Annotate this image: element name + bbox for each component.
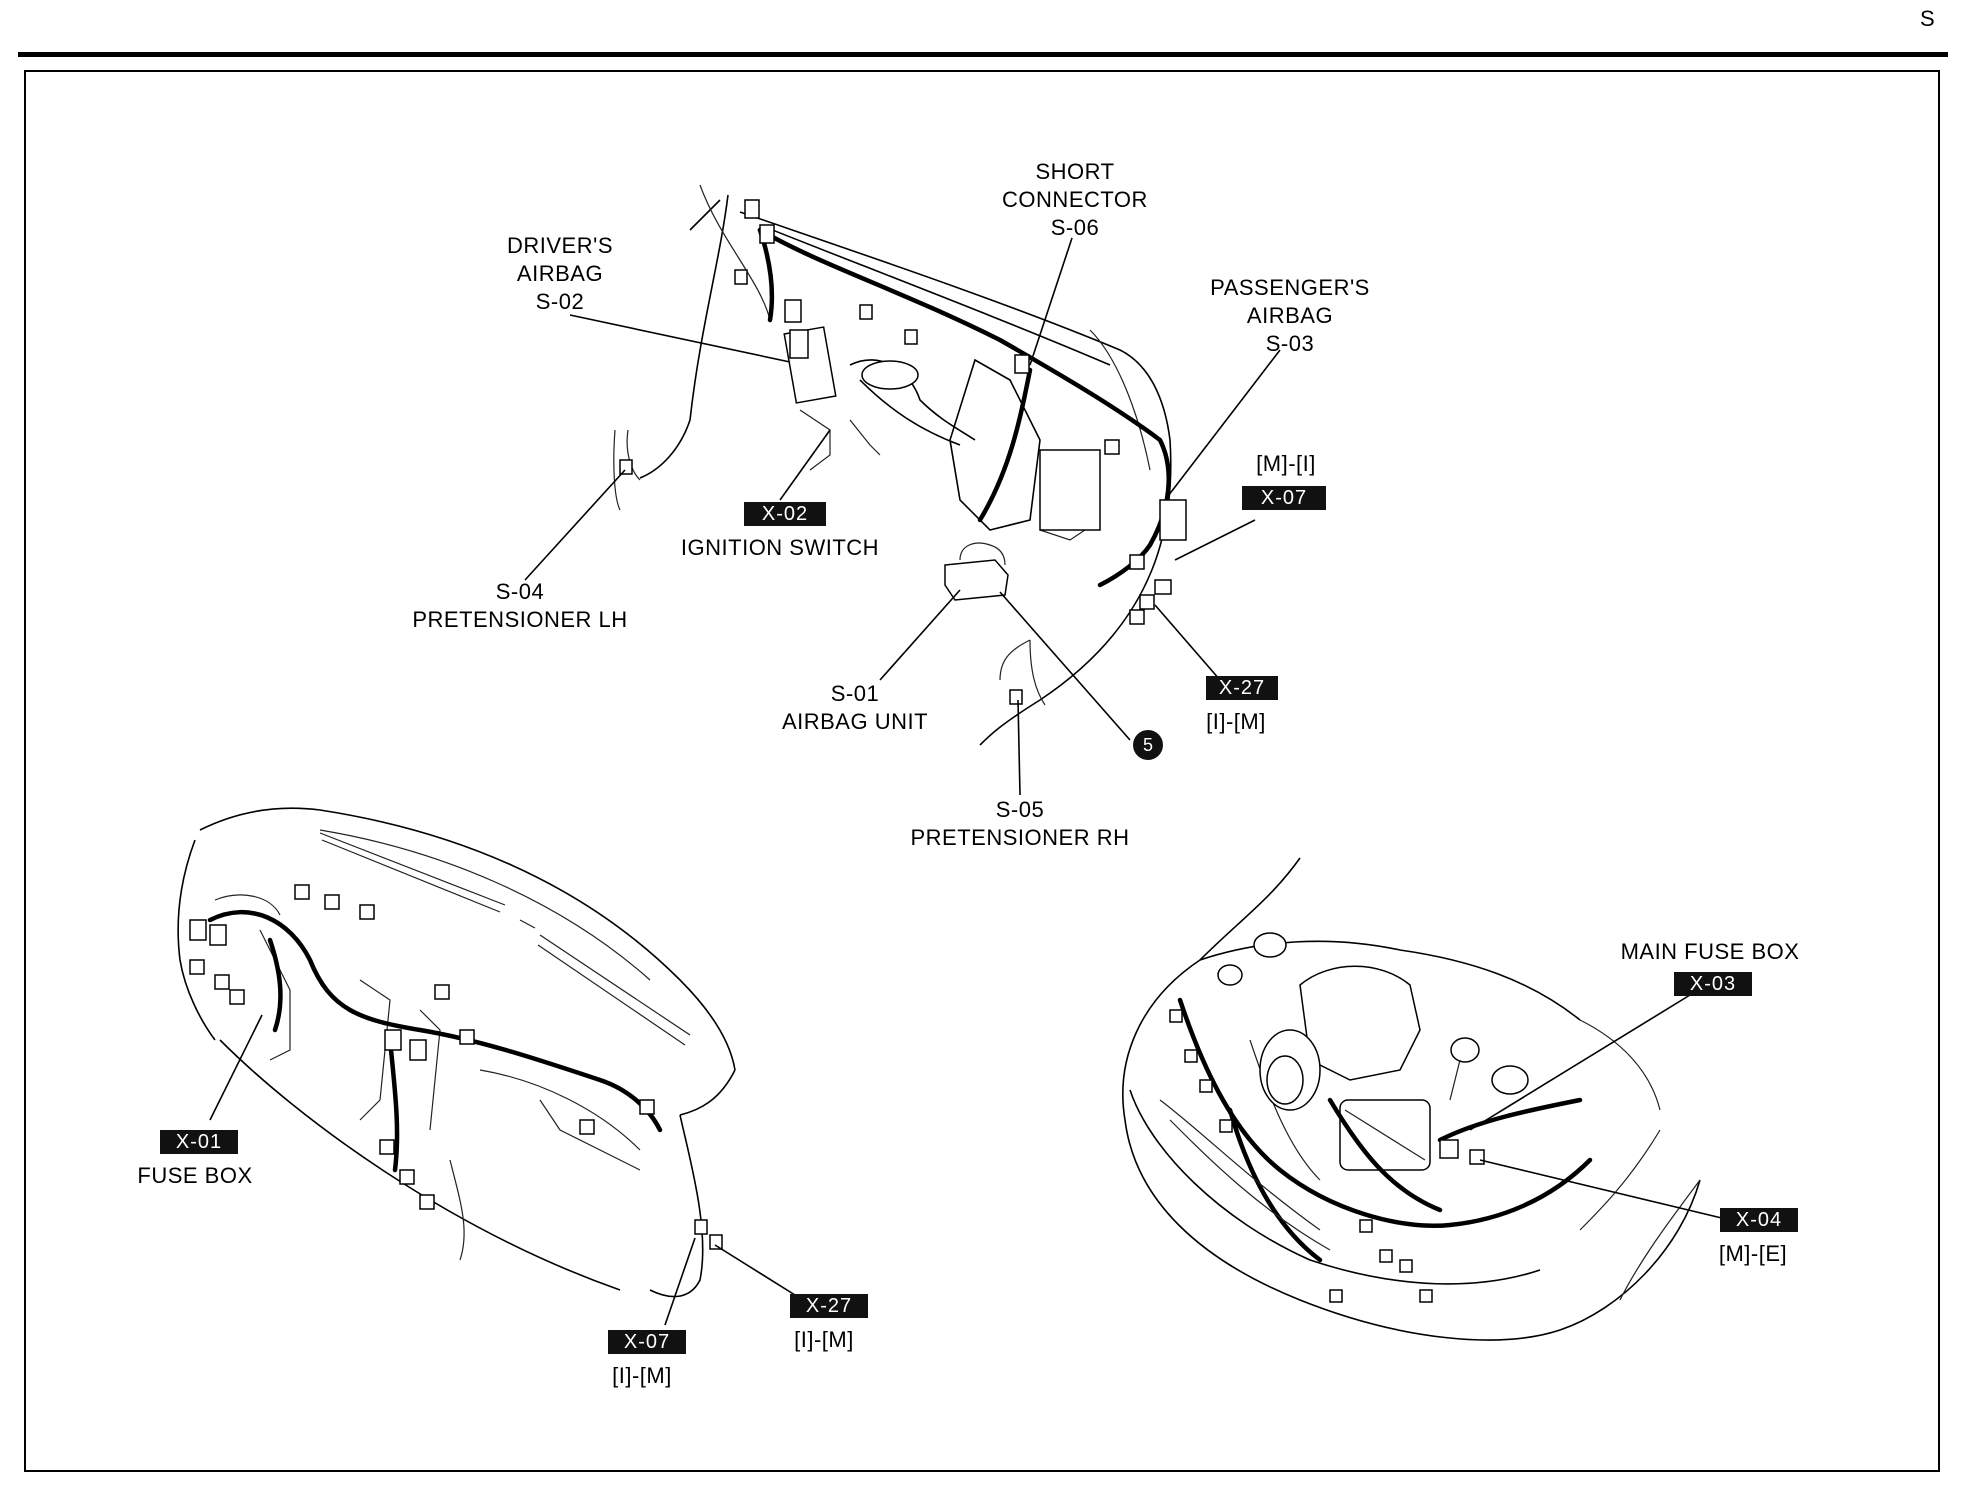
x27-top-badge: X-27 xyxy=(1206,676,1278,700)
short-connector-label: SHORT CONNECTOR S-06 xyxy=(970,158,1180,242)
fuse-box-label: FUSE BOX xyxy=(137,1163,253,1188)
x27-dash-ref: [I]-[M] xyxy=(794,1327,854,1352)
s04-name: PRETENSIONER LH xyxy=(412,607,628,632)
x01-badge: X-01 xyxy=(160,1130,238,1154)
main-fuse-box-label: MAIN FUSE BOX xyxy=(1620,939,1800,964)
short-connector-line2: CONNECTOR xyxy=(1002,187,1148,212)
passengers-airbag-code: S-03 xyxy=(1265,331,1315,356)
short-connector-line1: SHORT xyxy=(1035,159,1115,184)
drivers-airbag-line2: AIRBAG xyxy=(516,261,604,286)
x04-badge: X-04 xyxy=(1720,1208,1798,1232)
passengers-airbag-label: PASSENGER'S AIRBAG S-03 xyxy=(1190,274,1390,358)
x04-ref: [M]-[E] xyxy=(1718,1241,1788,1266)
short-connector-code: S-06 xyxy=(1050,215,1100,240)
s01-name: AIRBAG UNIT xyxy=(781,709,929,734)
x27-dash-badge: X-27 xyxy=(790,1294,868,1318)
header-rule xyxy=(18,52,1948,57)
cabin-interior-illustration xyxy=(524,184,1281,796)
drivers-airbag-line1: DRIVER'S xyxy=(507,233,613,258)
x02-badge: X-02 xyxy=(744,502,826,526)
x03-badge: X-03 xyxy=(1674,972,1752,996)
s05-label: S-05 PRETENSIONER RH xyxy=(880,796,1160,852)
x07-top-badge: X-07 xyxy=(1242,486,1326,510)
engine-bay-illustration xyxy=(1122,857,1731,1341)
s01-code: S-01 xyxy=(830,681,880,706)
x07-dash-ref: [I]-[M] xyxy=(612,1363,672,1388)
drivers-airbag-label: DRIVER'S AIRBAG S-02 xyxy=(470,232,650,316)
dashboard-illustration xyxy=(177,807,796,1326)
s04-label: S-04 PRETENSIONER LH xyxy=(385,578,655,634)
page-letter: S xyxy=(1920,6,1935,31)
passengers-airbag-line1: PASSENGER'S xyxy=(1210,275,1370,300)
passengers-airbag-line2: AIRBAG xyxy=(1246,303,1334,328)
s05-code: S-05 xyxy=(995,797,1045,822)
x07-dash-badge: X-07 xyxy=(608,1330,686,1354)
s05-name: PRETENSIONER RH xyxy=(910,825,1130,850)
s04-code: S-04 xyxy=(495,579,545,604)
reference-circle-5: 5 xyxy=(1133,730,1163,760)
s01-label: S-01 AIRBAG UNIT xyxy=(745,680,965,736)
drivers-airbag-code: S-02 xyxy=(535,289,585,314)
x27-top-ref: [I]-[M] xyxy=(1206,709,1266,734)
x07-top-ref: [M]-[I] xyxy=(1256,451,1316,476)
ignition-switch-label: IGNITION SWITCH xyxy=(680,535,880,560)
diagram-frame xyxy=(24,70,1940,1472)
